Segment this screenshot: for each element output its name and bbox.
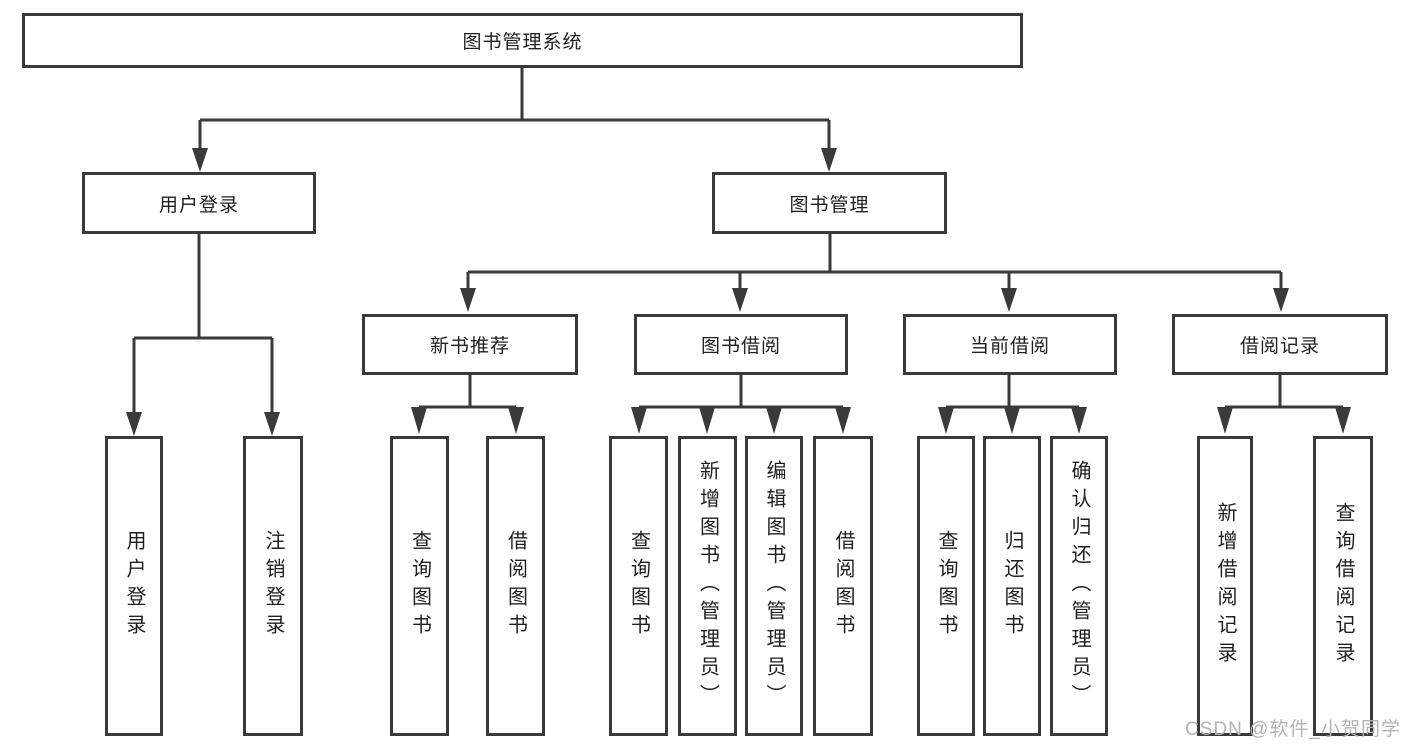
leaf-query-books-current: 查询图书 (917, 436, 975, 736)
node-label: 查询图书 (627, 530, 650, 642)
node-label: 借阅记录 (1239, 336, 1320, 357)
node-label: 图书管理 (789, 194, 870, 216)
leaf-add-borrow-record: 新增借阅记录 (1197, 436, 1253, 736)
node-user-login: 用户登录 (82, 172, 316, 234)
node-label: 用户登录 (158, 194, 239, 216)
node-current-borrowing: 当前借阅 (903, 314, 1117, 375)
leaf-edit-book-admin: 编辑图书（管理员） (745, 436, 803, 736)
node-label: 新书推荐 (429, 336, 510, 357)
node-library-system: 图书管理系统 (22, 13, 1023, 68)
leaf-query-borrow-record: 查询借阅记录 (1313, 436, 1373, 736)
node-label: 新增图书（管理员） (696, 460, 719, 712)
node-borrowing-records: 借阅记录 (1172, 314, 1388, 375)
leaf-return-book: 归还图书 (983, 436, 1041, 736)
node-label: 借阅图书 (832, 530, 854, 642)
node-label: 新增借阅记录 (1214, 502, 1236, 670)
node-label: 查询图书 (935, 530, 957, 642)
csdn-watermark: CSDN @软件_小贺同学 (1185, 719, 1401, 740)
leaf-borrow-books-recommend: 借阅图书 (486, 436, 545, 736)
node-label: 图书借阅 (700, 336, 781, 357)
leaf-user-login: 用户登录 (105, 436, 163, 736)
leaf-confirm-return-admin: 确认归还（管理员） (1050, 436, 1108, 736)
node-label: 当前借阅 (969, 336, 1050, 357)
node-label: 注销登录 (262, 530, 284, 642)
node-label: 查询图书 (408, 530, 431, 642)
node-label: 确认归还（管理员） (1068, 460, 1090, 712)
node-label: 借阅图书 (504, 530, 527, 642)
node-label: 归还图书 (1001, 530, 1023, 642)
node-new-book-recommend: 新书推荐 (362, 314, 578, 375)
leaf-query-books-recommend: 查询图书 (390, 436, 449, 736)
node-book-management: 图书管理 (712, 172, 947, 234)
leaf-query-books-borrowing: 查询图书 (609, 436, 668, 736)
node-label: 编辑图书（管理员） (763, 460, 785, 712)
leaf-borrow-books-borrowing: 借阅图书 (813, 436, 873, 736)
leaf-logout: 注销登录 (243, 436, 303, 736)
node-label: 查询借阅记录 (1332, 502, 1354, 670)
node-label: 图书管理系统 (462, 32, 583, 53)
node-book-borrowing: 图书借阅 (634, 314, 848, 375)
leaf-add-book-admin: 新增图书（管理员） (678, 436, 737, 736)
node-label: 用户登录 (123, 530, 145, 642)
